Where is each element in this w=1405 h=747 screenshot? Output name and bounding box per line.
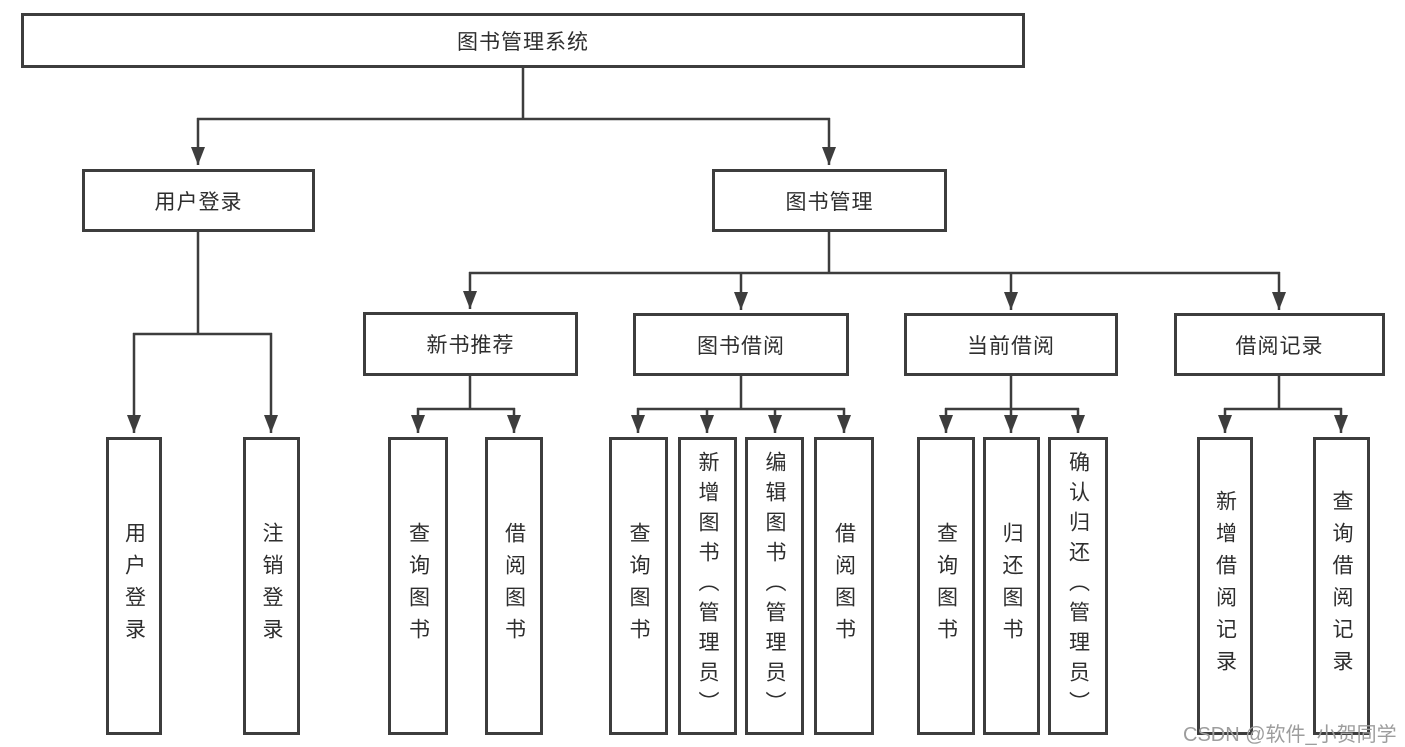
leaf-records-query-record: 查询借阅记录 — [1313, 437, 1370, 735]
leaf-newbook-query-books: 查询图书 — [388, 437, 448, 735]
leaf-current-return-books: 归还图书 — [983, 437, 1040, 735]
node-book-management: 图书管理 — [712, 169, 947, 232]
leaf-newbook-borrow-books: 借阅图书 — [485, 437, 543, 735]
leaf-current-confirm-return-admin: 确认归还（管理员） — [1048, 437, 1108, 735]
leaf-records-add-record: 新增借阅记录 — [1197, 437, 1253, 735]
node-root-system: 图书管理系统 — [21, 13, 1025, 68]
leaf-borrowing-borrow-books: 借阅图书 — [814, 437, 874, 735]
leaf-borrowing-add-books-admin: 新增图书（管理员） — [678, 437, 737, 735]
node-user-login: 用户登录 — [82, 169, 315, 232]
node-book-borrowing: 图书借阅 — [633, 313, 849, 376]
node-borrowing-records: 借阅记录 — [1174, 313, 1385, 376]
node-current-borrowing: 当前借阅 — [904, 313, 1118, 376]
leaf-logout: 注销登录 — [243, 437, 300, 735]
leaf-borrowing-query-books: 查询图书 — [609, 437, 668, 735]
leaf-current-query-books: 查询图书 — [917, 437, 975, 735]
leaf-borrowing-edit-books-admin: 编辑图书（管理员） — [745, 437, 804, 735]
node-new-book-recommendation: 新书推荐 — [363, 312, 578, 376]
leaf-user-login: 用户登录 — [106, 437, 162, 735]
csdn-watermark: CSDN @软件_小贺同学 — [1183, 724, 1397, 746]
